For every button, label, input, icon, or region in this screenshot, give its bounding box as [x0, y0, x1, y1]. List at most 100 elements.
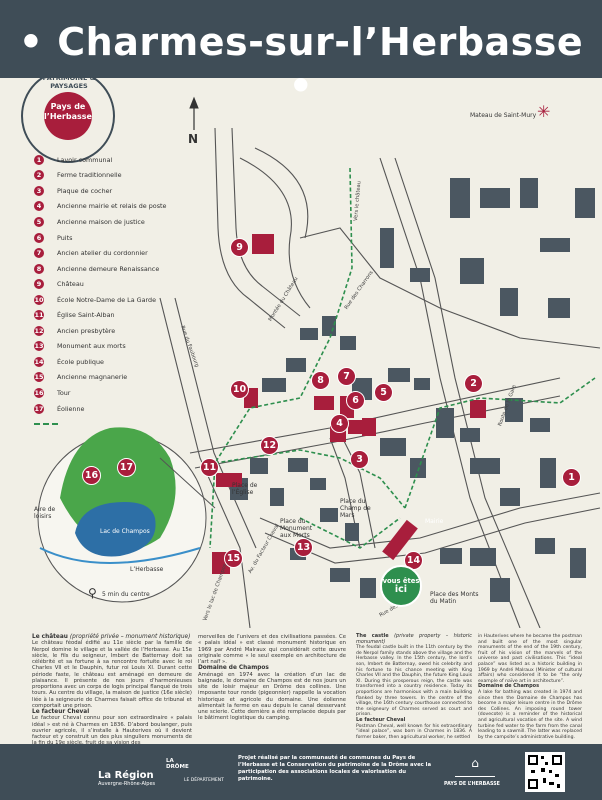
legend-number: 7 [34, 248, 44, 259]
marker-6[interactable]: 6 [346, 391, 365, 410]
legend-label: Château [57, 280, 84, 289]
legend-label: Ferme traditionnelle [57, 171, 122, 180]
mateau-label: Mateau de Saint-Mury [470, 112, 537, 119]
footer: La Région Auvergne-Rhône-Alpes LA DRÔME … [0, 744, 602, 800]
place-mairie: Mairie [425, 518, 444, 525]
marker-7[interactable]: 7 [337, 367, 356, 386]
text-col-1: Le château (propriété privée – monument … [32, 634, 192, 747]
marker-11[interactable]: 11 [200, 458, 219, 477]
heading: Domaine de Champos [198, 665, 269, 672]
departement-label: LE DÉPARTEMENT [184, 778, 224, 783]
you-are-here-line2: ici [394, 583, 408, 595]
legend-number: 9 [34, 279, 44, 290]
paragraph: in Hauterives where he became the postma… [478, 634, 582, 684]
legend-label: Ancien presbytère [57, 326, 116, 335]
you-are-here-line1: vous êtes [382, 576, 420, 585]
legend-label: Ancienne mairie et relais de poste [57, 202, 167, 211]
you-are-here-marker: vous êtes ici [380, 565, 422, 607]
text-col-4: in Hauterives where he became the postma… [478, 634, 582, 740]
legend-label: Tour [57, 388, 71, 397]
sun-icon: ✳ [537, 102, 551, 121]
north-label: N [188, 132, 199, 146]
walk-time: 5 min du centre [102, 591, 150, 598]
paragraph: Le château féodal édifié au 11e siècle p… [32, 640, 192, 709]
badge-ring-text: PATRIMOINE & PAYSAGES [42, 74, 96, 90]
place-eglise: Place de l’Église [232, 482, 258, 496]
legend-number: 12 [34, 325, 44, 336]
legend-label: Église Saint-Alban [57, 311, 115, 320]
header-band: • Charmes-sur-l’Herbasse • [0, 0, 602, 108]
qr-icon [528, 755, 562, 789]
badge-center-line2: l’Herbasse [44, 112, 92, 121]
legend-number: 10 [34, 294, 44, 305]
paragraph: merveilles de l’univers et des civilisat… [198, 634, 346, 665]
walk-icon: ⚲ [88, 586, 97, 600]
legend-route [34, 416, 194, 432]
heading: The castle (private property – historic … [356, 633, 472, 645]
map-canvas [21, 78, 601, 628]
marker-1[interactable]: 1 [562, 468, 581, 487]
marker-4[interactable]: 4 [330, 414, 349, 433]
legend-label: École publique [57, 357, 104, 366]
marker-10[interactable]: 10 [230, 380, 249, 399]
map-area: PATRIMOINE & PAYSAGES Pays de l’Herbasse… [0, 74, 602, 628]
paragraph: A lake for bathing was created in 1974 a… [478, 689, 582, 740]
legend-number: 14 [34, 356, 44, 367]
marker-9[interactable]: 9 [230, 238, 249, 257]
legend-label: Ancien atelier du cordonnier [57, 249, 148, 258]
legend-item: 4 Ancienne mairie et relais de poste [34, 199, 194, 215]
paragraph: Postman Cheval, well known for his extra… [356, 723, 472, 740]
legend-number: 13 [34, 341, 44, 352]
legend-item: 11 Église Saint-Alban [34, 307, 194, 323]
marker-8[interactable]: 8 [311, 371, 330, 390]
legend-item: 9 Château [34, 276, 194, 292]
legend-item: 1 Lavoir communal [34, 152, 194, 168]
legend-item: 2 Ferme traditionnelle [34, 168, 194, 184]
paragraph: Le facteur Cheval connu pour son extraor… [32, 715, 192, 746]
marker-5[interactable]: 5 [374, 383, 393, 402]
qr-code[interactable] [525, 752, 565, 792]
place-aire: Aire de loisirs [34, 506, 56, 520]
legend-number: 6 [34, 232, 44, 243]
legend-number: 4 [34, 201, 44, 212]
walking-route-sample [34, 423, 58, 426]
marker-12[interactable]: 12 [260, 436, 279, 455]
legend-number: 1 [34, 154, 44, 165]
lake-zoom-circle [37, 427, 216, 603]
legend-label: Lavoir communal [57, 155, 113, 164]
marker-13[interactable]: 13 [294, 538, 313, 557]
legend: 1 Lavoir communal 2 Ferme traditionnelle 3… [34, 152, 194, 432]
heading: Le facteur Cheval [32, 709, 90, 715]
legend-number: 5 [34, 216, 44, 227]
drome-logo: LA DRÔME [166, 758, 189, 770]
marker-15[interactable]: 15 [224, 549, 243, 568]
heading: Le facteur Cheval [356, 716, 406, 723]
marker-3[interactable]: 3 [350, 450, 369, 469]
place-monument: Place du Monument aux Morts [280, 518, 313, 539]
legend-number: 17 [34, 403, 44, 414]
place-herbasse: L’Herbasse [130, 566, 164, 573]
text-area: Le château (propriété privée – monument … [0, 628, 602, 747]
legend-number: 16 [34, 387, 44, 398]
marker-17[interactable]: 17 [117, 458, 136, 477]
legend-label: Ancienne magnanerie [57, 373, 128, 382]
walking-route [209, 167, 596, 549]
brand-label: PAYS DE L’HERBASSE [444, 782, 500, 787]
legend-item: 16 Tour [34, 385, 194, 401]
legend-number: 8 [34, 263, 44, 274]
legend-label: Plaque de cocher [57, 186, 113, 195]
marker-16[interactable]: 16 [82, 466, 101, 485]
legend-number: 11 [34, 310, 44, 321]
region-sub: Auvergne-Rhône-Alpes [98, 781, 156, 787]
marker-2[interactable]: 2 [464, 374, 483, 393]
heading: Domaine de Champos [478, 683, 540, 690]
legend-item: 14 École publique [34, 354, 194, 370]
heading: Le château (propriété privée – monument … [32, 634, 191, 640]
text-col-2: merveilles de l’univers et des civilisat… [198, 634, 346, 722]
legend-number: 2 [34, 170, 44, 181]
